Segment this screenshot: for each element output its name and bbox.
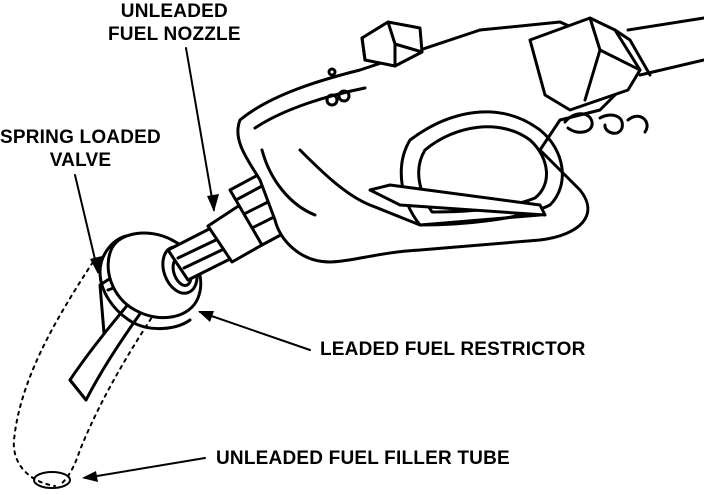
leader-spring-valve xyxy=(74,174,99,273)
leader-lines xyxy=(74,47,311,479)
nozzle-spout xyxy=(166,173,292,282)
label-unleaded-nozzle-line2: FUEL NOZZLE xyxy=(108,24,241,45)
label-spring-loaded-valve: SPRING LOADED VALVE xyxy=(0,126,161,172)
label-leaded-fuel-restrictor: LEADED FUEL RESTRICTOR xyxy=(320,339,586,360)
label-spring-valve-line1: SPRING LOADED xyxy=(0,127,161,148)
arrow-unleaded-nozzle xyxy=(207,194,219,212)
label-unleaded-fuel-nozzle: UNLEADED FUEL NOZZLE xyxy=(108,0,241,46)
label-unleaded-nozzle-line1: UNLEADED xyxy=(120,1,228,22)
arrow-leaded-restrictor xyxy=(198,311,214,322)
leader-leaded-restrictor xyxy=(199,311,311,351)
label-spring-valve-line2: VALVE xyxy=(49,150,112,171)
filler-tube xyxy=(12,261,161,489)
arrow-filler-tube xyxy=(82,471,98,482)
leader-filler-tube xyxy=(84,457,206,479)
leader-unleaded-nozzle xyxy=(185,47,215,211)
arrow-spring-valve xyxy=(90,256,102,274)
nozzle-body xyxy=(236,16,704,264)
label-unleaded-fuel-filler-tube: UNLEADED FUEL FILLER TUBE xyxy=(216,448,510,469)
